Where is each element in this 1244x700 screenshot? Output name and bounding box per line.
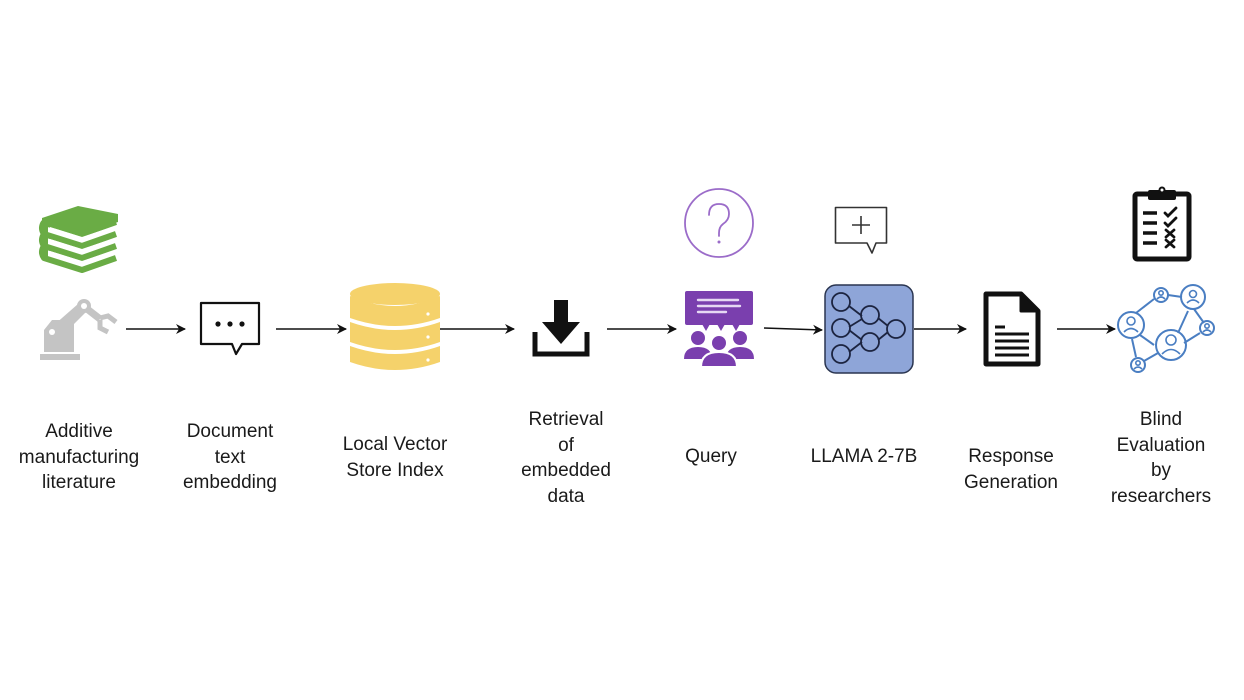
stage-label-vector-store: Local Vector Store Index (343, 432, 448, 483)
stage-label-literature: Additive manufacturing literature (19, 419, 139, 496)
label-line: LLAMA 2-7B (810, 446, 918, 467)
label-line: embedding (182, 472, 278, 493)
stage-label-embedding: Document text embedding (183, 419, 277, 496)
label-line: Retrieval (528, 409, 604, 430)
chat-bubble-dots-icon (199, 301, 261, 356)
people-network-icon (1117, 284, 1215, 373)
label-line: text (214, 446, 246, 468)
clipboard-checklist-icon (1132, 186, 1192, 262)
question-circle-icon (684, 188, 754, 258)
label-line: Query (685, 446, 737, 467)
label-line: data (547, 485, 585, 507)
neural-network-icon (824, 284, 914, 374)
document-icon (983, 291, 1041, 367)
stage-label-retrieval: Retrieval of embedded data (521, 407, 611, 509)
label-line: Additive (45, 421, 113, 442)
label-line: literature (42, 472, 116, 493)
download-icon (532, 300, 590, 357)
label-line: Local Vector (342, 434, 448, 455)
stage-label-query: Query (685, 444, 737, 470)
stage-label-llm: LLAMA 2-7B (811, 444, 918, 470)
label-line: Blind (1139, 409, 1183, 430)
label-line: manufacturing (18, 446, 140, 468)
label-line: embedded (521, 460, 611, 481)
label-line: of (558, 434, 574, 456)
label-line: Document (186, 421, 274, 442)
arrow-query-to-llm (763, 324, 823, 335)
label-line: Response (968, 446, 1054, 467)
database-icon (350, 283, 440, 370)
chat-bubble-plus-icon (834, 206, 888, 254)
robot-arm-icon (40, 299, 118, 360)
stage-label-evaluation: Blind Evaluation by researchers (1111, 407, 1211, 509)
label-line: Evaluation (1116, 434, 1206, 456)
stage-label-response: Response Generation (964, 444, 1058, 495)
books-icon (39, 206, 118, 273)
label-line: Generation (963, 471, 1059, 493)
label-line: by (1150, 460, 1172, 481)
label-line: Store Index (346, 459, 444, 481)
group-discussion-icon (684, 291, 754, 368)
label-line: researchers (1110, 485, 1212, 507)
